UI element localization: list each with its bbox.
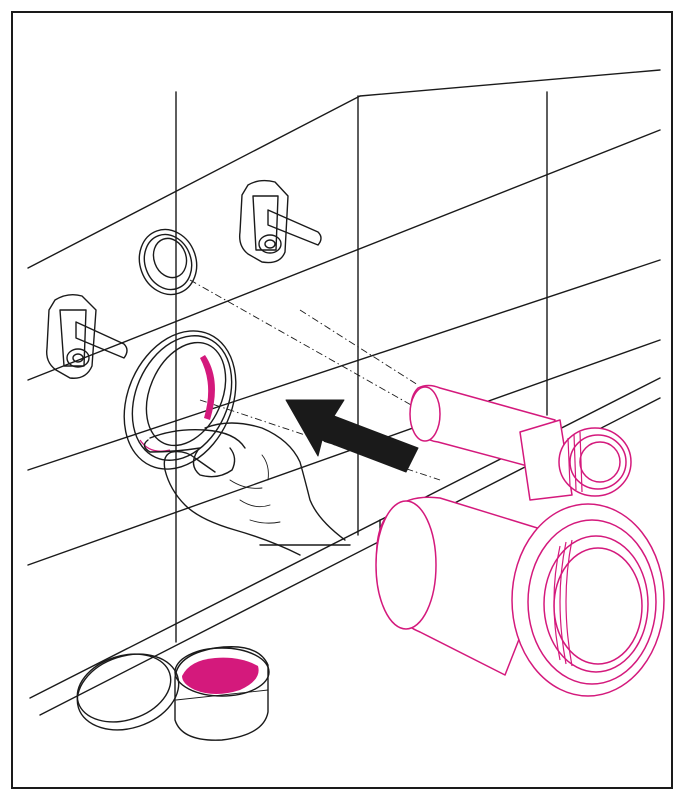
frame-border: [11, 11, 673, 789]
hand-icon: [143, 422, 346, 556]
large-seal-ring: [123, 330, 237, 470]
pipe-connector: [375, 384, 665, 697]
wall-tile-grid: [27, 69, 661, 643]
arrow-icon: [285, 399, 419, 473]
small-seal-ring: [138, 228, 198, 296]
mounting-bolt-lower: [46, 293, 128, 379]
mounting-bolt-upper: [238, 179, 322, 264]
grease-tin: [76, 646, 270, 741]
